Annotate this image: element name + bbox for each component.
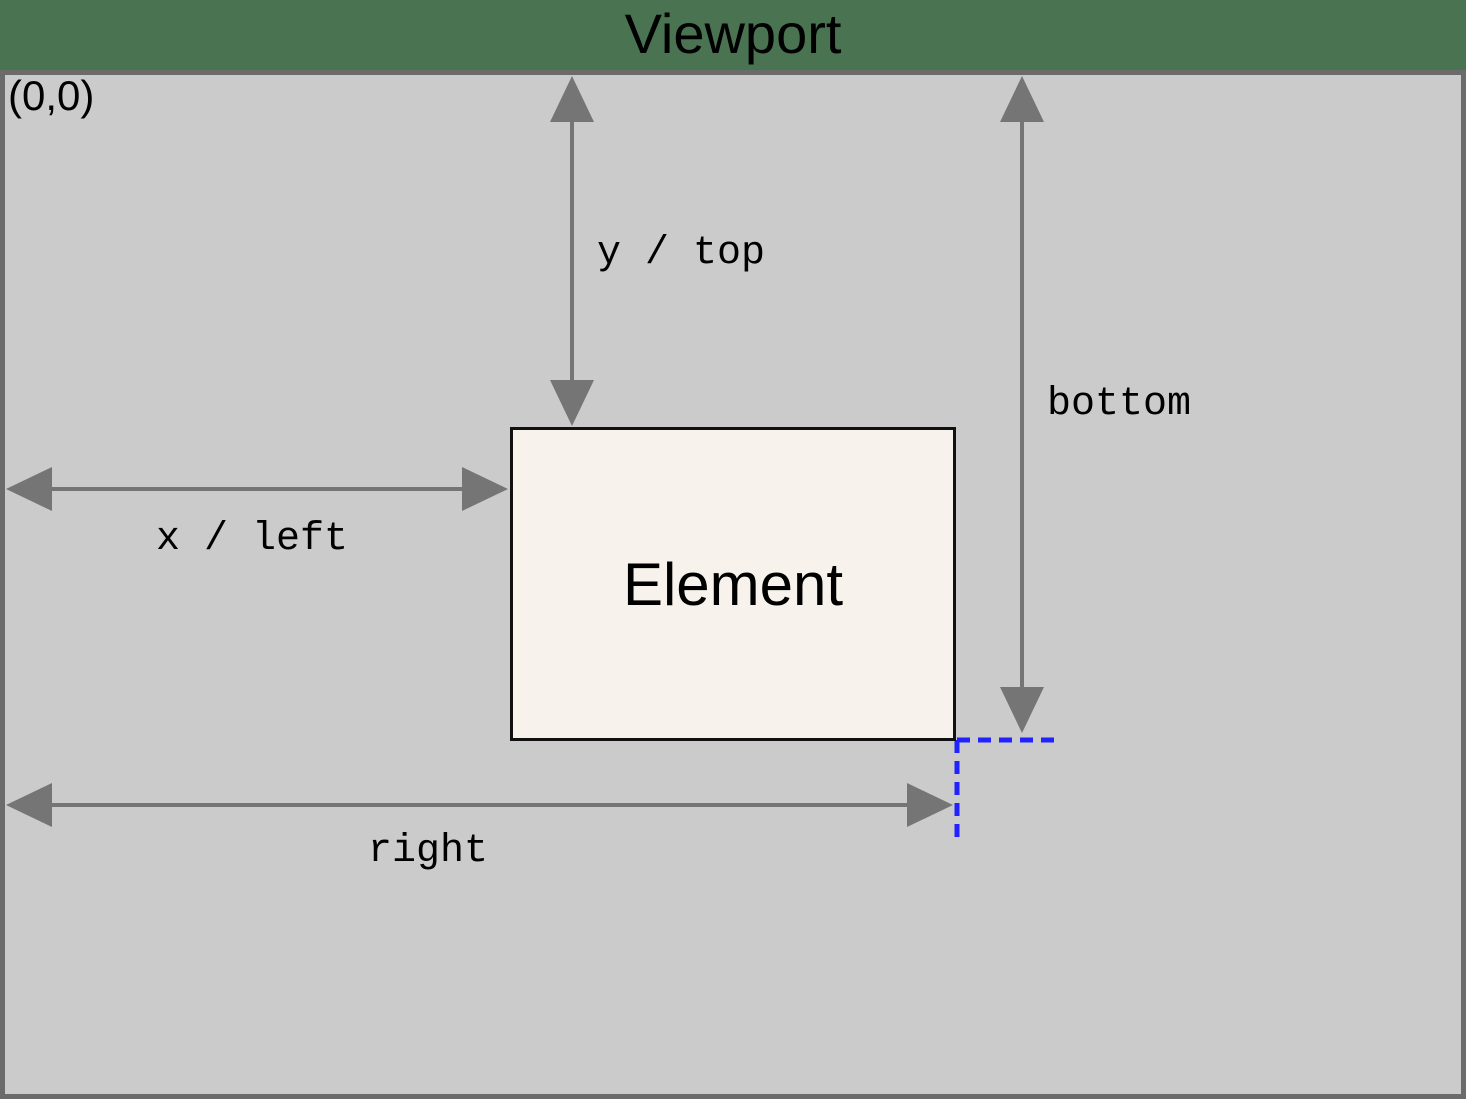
right-label: right bbox=[368, 829, 489, 874]
element-label: Element bbox=[622, 550, 844, 618]
page-title: Viewport bbox=[624, 2, 842, 65]
x-left-label: x / left bbox=[156, 517, 349, 562]
element-box: Element bbox=[510, 427, 956, 741]
y-top-arrow bbox=[550, 76, 594, 426]
bottom-label: bottom bbox=[1047, 382, 1192, 427]
element-corner-guide-lines bbox=[954, 737, 1062, 845]
x-left-arrow bbox=[6, 467, 508, 511]
y-top-label: y / top bbox=[597, 231, 766, 276]
bottom-arrow bbox=[1000, 76, 1044, 733]
origin-coordinate-label: (0,0) bbox=[8, 72, 95, 119]
right-arrow bbox=[6, 783, 953, 827]
